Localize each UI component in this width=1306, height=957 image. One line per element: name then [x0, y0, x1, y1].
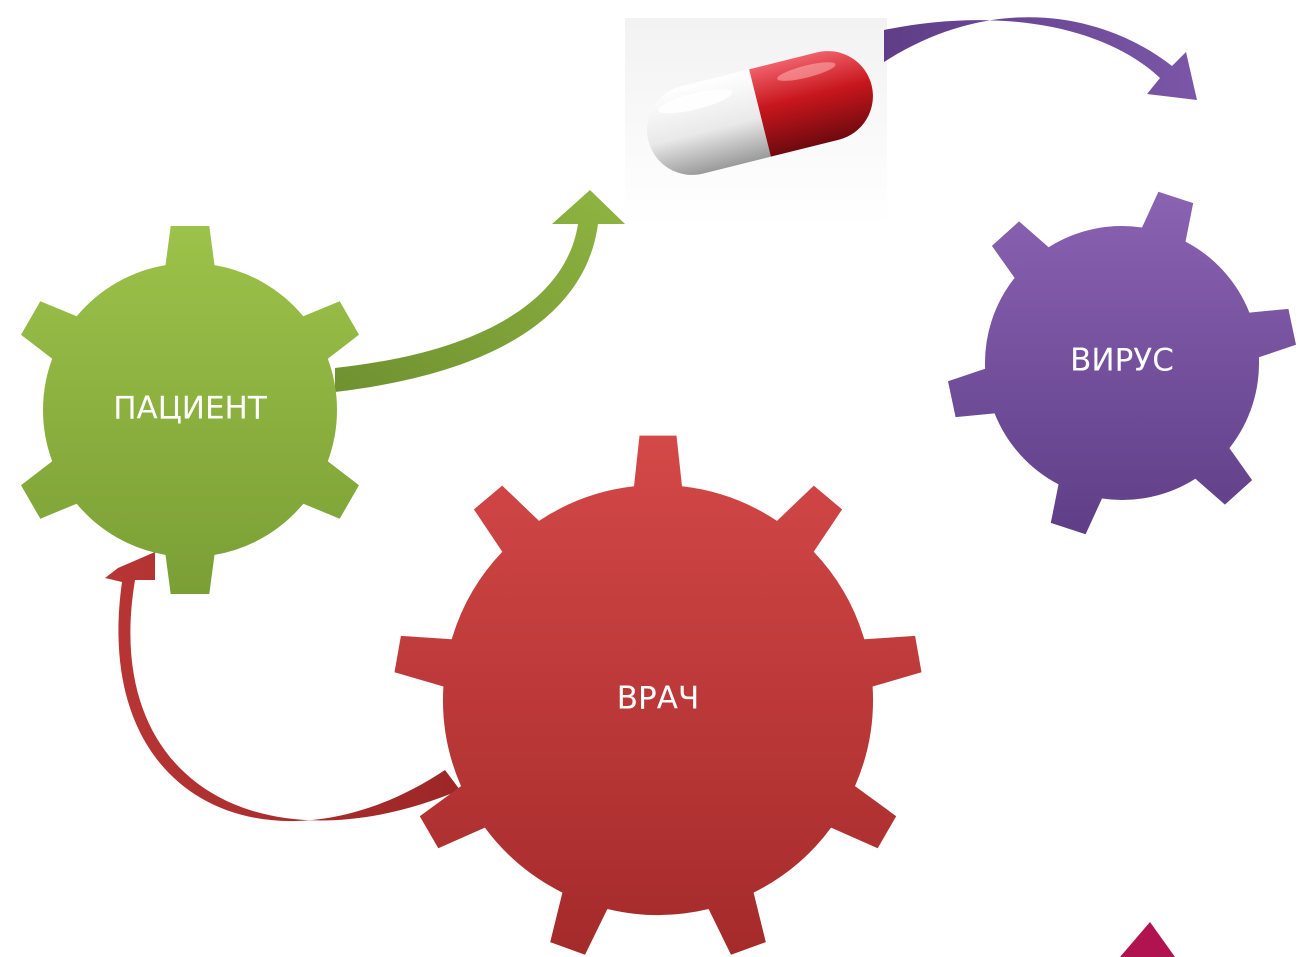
arrow-doctor-to-patient: [105, 552, 460, 822]
gear-virus: ВИРУС: [948, 191, 1296, 535]
capsule-pill-icon: [647, 51, 873, 175]
arrow-patient-to-pill: [335, 190, 625, 392]
gear-label-virus: ВИРУС: [1070, 343, 1174, 379]
gear-label-doctor: ВРАЧ: [617, 681, 699, 717]
arrow-pill-to-virus: [884, 17, 1197, 100]
pill-image: [625, 18, 887, 226]
gear-label-patient: ПАЦИЕНТ: [113, 391, 268, 427]
gear-patient: ПАЦИЕНТ: [21, 226, 359, 594]
decorative-shape-corner: [1120, 922, 1175, 957]
gear-doctor: ВРАЧ: [394, 435, 922, 955]
